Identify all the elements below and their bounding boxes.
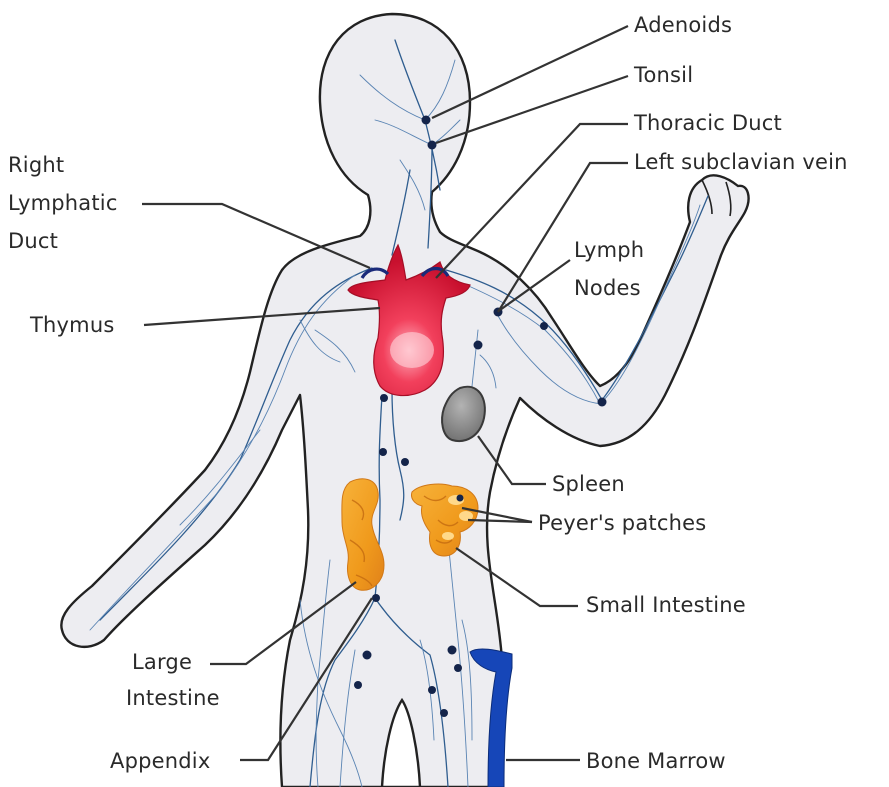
label-right-lymphatic-duct-1: Right (8, 153, 64, 177)
label-large-intestine-1: Large (132, 650, 192, 674)
label-lymph-nodes-1: Lymph (574, 238, 644, 262)
label-peyers-patches: Peyer's patches (538, 511, 706, 535)
label-large-intestine-2: Intestine (126, 686, 220, 710)
label-right-lymphatic-duct-2: Lymphatic (8, 191, 118, 215)
lymph-node (454, 664, 462, 672)
label-lymph-nodes-2: Nodes (574, 276, 641, 300)
lymph-node (474, 341, 483, 350)
lymph-node (380, 394, 388, 402)
lymph-node (422, 116, 431, 125)
thymus-highlight (390, 332, 434, 368)
label-right-lymphatic-duct-3: Duct (8, 229, 58, 253)
lymph-node (598, 398, 607, 407)
lymph-node (363, 651, 372, 660)
lymph-node (448, 646, 457, 655)
label-spleen: Spleen (552, 472, 625, 496)
peyers-patch (442, 532, 454, 540)
label-adenoids: Adenoids (634, 13, 732, 37)
label-tonsil: Tonsil (633, 63, 693, 87)
lymph-node (354, 681, 362, 689)
lymph-node (428, 686, 436, 694)
lymph-node (540, 322, 548, 330)
lymph-node (457, 495, 464, 502)
lymph-node (428, 141, 437, 150)
label-small-intestine: Small Intestine (586, 593, 746, 617)
label-thymus: Thymus (29, 313, 114, 337)
label-appendix: Appendix (110, 749, 210, 773)
label-bone-marrow: Bone Marrow (586, 749, 726, 773)
label-thoracic-duct: Thoracic Duct (633, 111, 782, 135)
label-left-subclavian-vein: Left subclavian vein (634, 150, 848, 174)
lymph-node (401, 458, 409, 466)
lymph-node (379, 448, 387, 456)
lymph-node (440, 709, 448, 717)
lymph-node (372, 594, 380, 602)
